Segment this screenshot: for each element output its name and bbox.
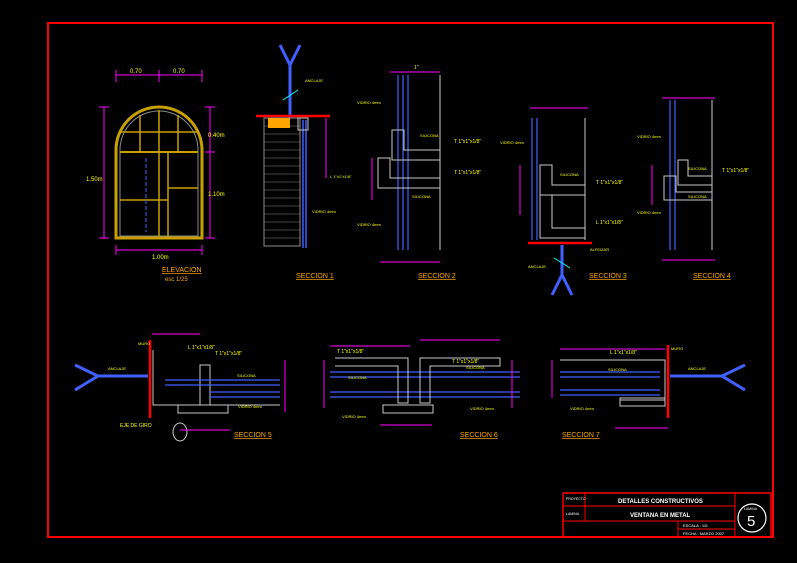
tb-drawing-title: VENTANA EN METAL (630, 513, 691, 519)
s5-label-silicona: SILICONA (237, 373, 256, 378)
section-6-title: SECCION 6 (460, 432, 498, 439)
section-2-title: SECCION 2 (418, 273, 456, 280)
tb-project-title: DETALLES CONSTRUCTIVOS (618, 499, 703, 505)
section-4-drawing: VIDRIO 4mm SILICONA T 1"x1"x1/8" SILICON… (637, 97, 749, 280)
elev-dim-right-upper: 0.40m (208, 133, 225, 139)
elev-dim-left: 1.50m (86, 177, 103, 183)
s3-label-anclaje: ANCLAJE (528, 264, 546, 269)
s2-label-vidrio-b: VIDRIO 4mm (357, 222, 381, 227)
s1-label-profile: L 1"x1"x1/8" (330, 174, 352, 179)
s6-label-t: T 1"x1"x1/8" (337, 349, 364, 355)
s7-label-anclaje: ANCLAJE (688, 366, 706, 371)
section-5-title: SECCION 5 (234, 432, 272, 439)
section-1-drawing: ANCLAJE L 1"x1"x1/8" VIDRIO 4mm SECCION … (256, 44, 352, 280)
s5-label-t: T 1"x1"x1/8" (215, 351, 242, 357)
section-7-title: SECCION 7 (562, 432, 600, 439)
s2-label-silicona: SILICONA (420, 133, 439, 138)
s4-label-silicona: SILICONA (688, 166, 707, 171)
s7-label-muro: MURO (671, 346, 683, 351)
elev-dim-right-lower: 1.10m (208, 192, 225, 198)
s3-label-vidrio: VIDRIO 4mm (500, 140, 524, 145)
section-3-drawing: VIDRIO 4mm SILICONA T 1"x1"x1/8" L 1"x1"… (500, 107, 627, 296)
elevation-scale: esc 1/25 (165, 277, 188, 283)
elev-dim-top-left: 0.70 (130, 69, 142, 75)
section-2-drawing: 1" VIDRIO 4mm SILICONA T 1"x1"x1/8" T 1"… (357, 65, 481, 280)
s4-label-silicona-b: SILICONA (688, 194, 707, 199)
section-6-drawing: T 1"x1"x1/8" T 1"x1"x1/8" SILICONA SILIC… (323, 339, 520, 439)
s3-label-alfeizar: ALFEIZAR (590, 247, 609, 252)
s5-label-vidrio: VIDRIO 4mm (238, 404, 262, 409)
s2-label-silicona-b: SILICONA (412, 194, 431, 199)
tb-sheet-number: 5 (747, 513, 755, 530)
s6-label-vidrio-b: VIDRIO 4mm (470, 406, 494, 411)
title-block: PROYECTO : DETALLES CONSTRUCTIVOS LAMINA… (562, 492, 772, 538)
sheet-border (47, 22, 774, 538)
s6-label-silicona-b: SILICONA (466, 365, 485, 370)
s1-label-anclaje: ANCLAJE (305, 78, 323, 83)
tb-date: FECHA : MARZO 2007 (683, 531, 725, 536)
s7-label-silicona: SILICONA (608, 367, 627, 372)
elev-dim-bottom: 1.00m (152, 255, 169, 261)
s4-label-vidrio: VIDRIO 4mm (637, 134, 661, 139)
tb-scale: ESCALA : 1/5 (683, 523, 708, 528)
s5-label-anclaje: ANCLAJE (108, 366, 126, 371)
s2-label-t: T 1"x1"x1/8" (454, 139, 481, 145)
tb-row1-label: PROYECTO : (566, 497, 588, 501)
s2-label-t-b: T 1"x1"x1/8" (454, 170, 481, 176)
elev-dim-top-right: 0.70 (173, 69, 185, 75)
tb-sheet-label: LAMINA (744, 507, 758, 511)
section-5-drawing: MURO L 1"x1"x1/8" T 1"x1"x1/8" ANCLAJE S… (74, 333, 286, 442)
s5-label-eje: EJE DE GIRO (120, 423, 152, 429)
s1-label-vidrio: VIDRIO 4mm (312, 209, 336, 214)
s6-label-vidrio: VIDRIO 4mm (342, 414, 366, 419)
s5-label-muro: MURO (138, 341, 150, 346)
section-1-title: SECCION 1 (296, 273, 334, 280)
s6-label-t-b: T 1"x1"x1/8" (452, 359, 479, 365)
s4-label-t: T 1"x1"x1/8" (722, 168, 749, 174)
s7-label-l: L 1"x1"x1/8" (610, 350, 637, 356)
s2-label-vidrio: VIDRIO 4mm (357, 100, 381, 105)
elevation-drawing: 0.70 0.70 0.40m 1.10m 1.50m 1.00m ELEVAC… (86, 69, 225, 283)
s2-dim-top: 1" (414, 65, 419, 71)
s3-label-t: T 1"x1"x1/8" (596, 180, 623, 186)
elevation-title: ELEVACION (162, 267, 202, 274)
s6-label-silicona: SILICONA (348, 375, 367, 380)
tb-row2-label: LAMINA (566, 512, 580, 516)
section-7-drawing: L 1"x1"x1/8" MURO SILICONA ANCLAJE VIDRI… (551, 345, 746, 439)
s4-label-vidrio-b: VIDRIO 4mm (637, 210, 661, 215)
s3-label-silicona: SILICONA (560, 172, 579, 177)
s7-label-vidrio: VIDRIO 4mm (570, 406, 594, 411)
s5-label-l: L 1"x1"x1/8" (188, 345, 215, 351)
sheet-number-circle (737, 503, 767, 533)
section-3-title: SECCION 3 (589, 273, 627, 280)
section-4-title: SECCION 4 (693, 273, 731, 280)
s3-label-l: L 1"x1"x1/8" (596, 220, 623, 226)
